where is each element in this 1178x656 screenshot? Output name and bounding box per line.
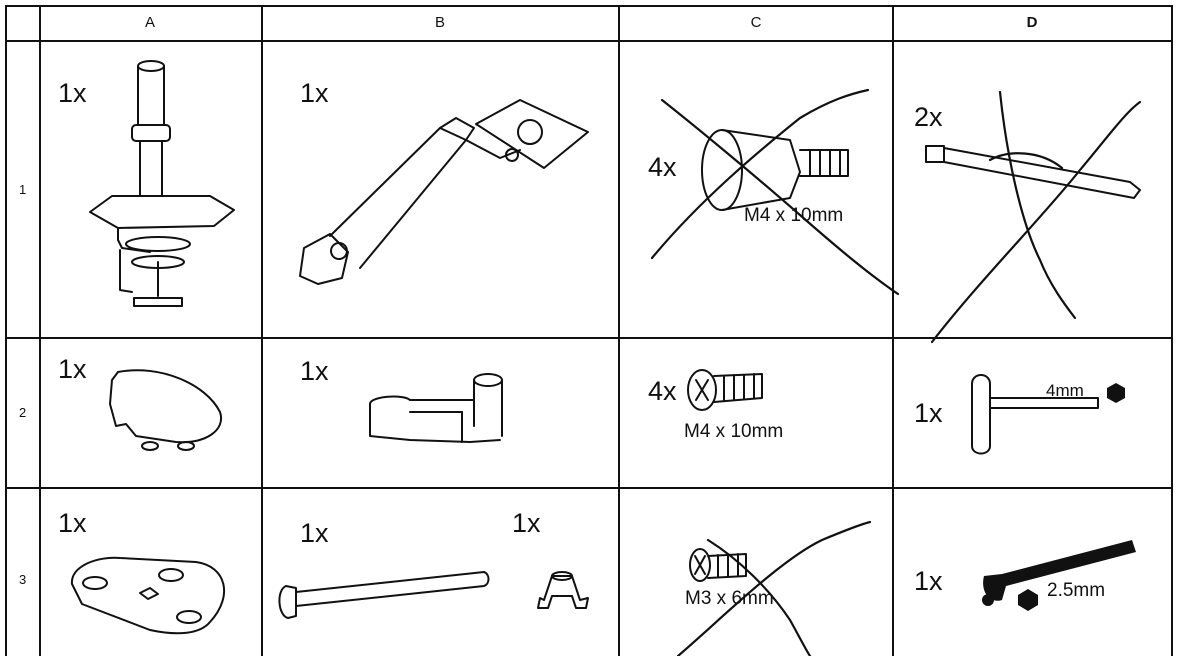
bolt-drawing — [278, 571, 490, 619]
row-label-2: 2 — [19, 405, 27, 420]
desk-clamp-pole-drawing — [89, 60, 235, 307]
qty-a1: 1x — [58, 78, 87, 108]
small-screw-drawing — [689, 548, 747, 582]
column-header-c: C — [750, 14, 762, 31]
qty-b1: 1x — [300, 78, 329, 108]
base-plate-drawing — [70, 556, 226, 635]
machine-screw-drawing — [687, 369, 763, 411]
qty-c2: 4x — [648, 376, 677, 406]
label-c1-screw-size: M4 x 10mm — [744, 205, 844, 226]
l-hex-key-drawing — [983, 540, 1136, 601]
qty-a2: 1x — [58, 354, 87, 384]
hex-4mm-icon — [1107, 383, 1125, 403]
label-d2-hex-size: 4mm — [1046, 381, 1084, 400]
column-header-a: A — [144, 14, 155, 31]
qty-d1: 2x — [914, 102, 943, 132]
wing-nut-drawing — [537, 571, 589, 609]
qty-a3: 1x — [58, 508, 87, 538]
t-hex-key-drawing — [971, 374, 1099, 455]
cover-cap-drawing — [109, 369, 223, 451]
cable-tie-drawing — [925, 145, 1141, 199]
row-label-1: 1 — [19, 182, 27, 197]
qty-b2: 1x — [300, 356, 329, 386]
thumb-screw-drawing — [701, 129, 849, 211]
hex-2_5mm-icon — [1018, 589, 1038, 611]
qty-b3: 1x — [300, 518, 329, 548]
label-c2-screw-size: M4 x 10mm — [684, 421, 784, 442]
strike-through-marks — [650, 88, 1142, 656]
row-label-3: 3 — [19, 572, 27, 587]
column-header-b: B — [434, 14, 445, 31]
label-d3-hex-size: 2.5mm — [1047, 580, 1106, 601]
column-header-d: D — [1026, 14, 1038, 31]
qty-d3: 1x — [914, 566, 943, 596]
qty-d2: 1x — [914, 398, 943, 428]
qty-c1: 4x — [648, 152, 677, 182]
monitor-arm-drawing — [299, 99, 589, 285]
extension-arm-drawing — [369, 373, 503, 443]
label-c3-screw-size: M3 x 6mm — [685, 588, 774, 609]
qty-b3-second: 1x — [512, 508, 541, 538]
